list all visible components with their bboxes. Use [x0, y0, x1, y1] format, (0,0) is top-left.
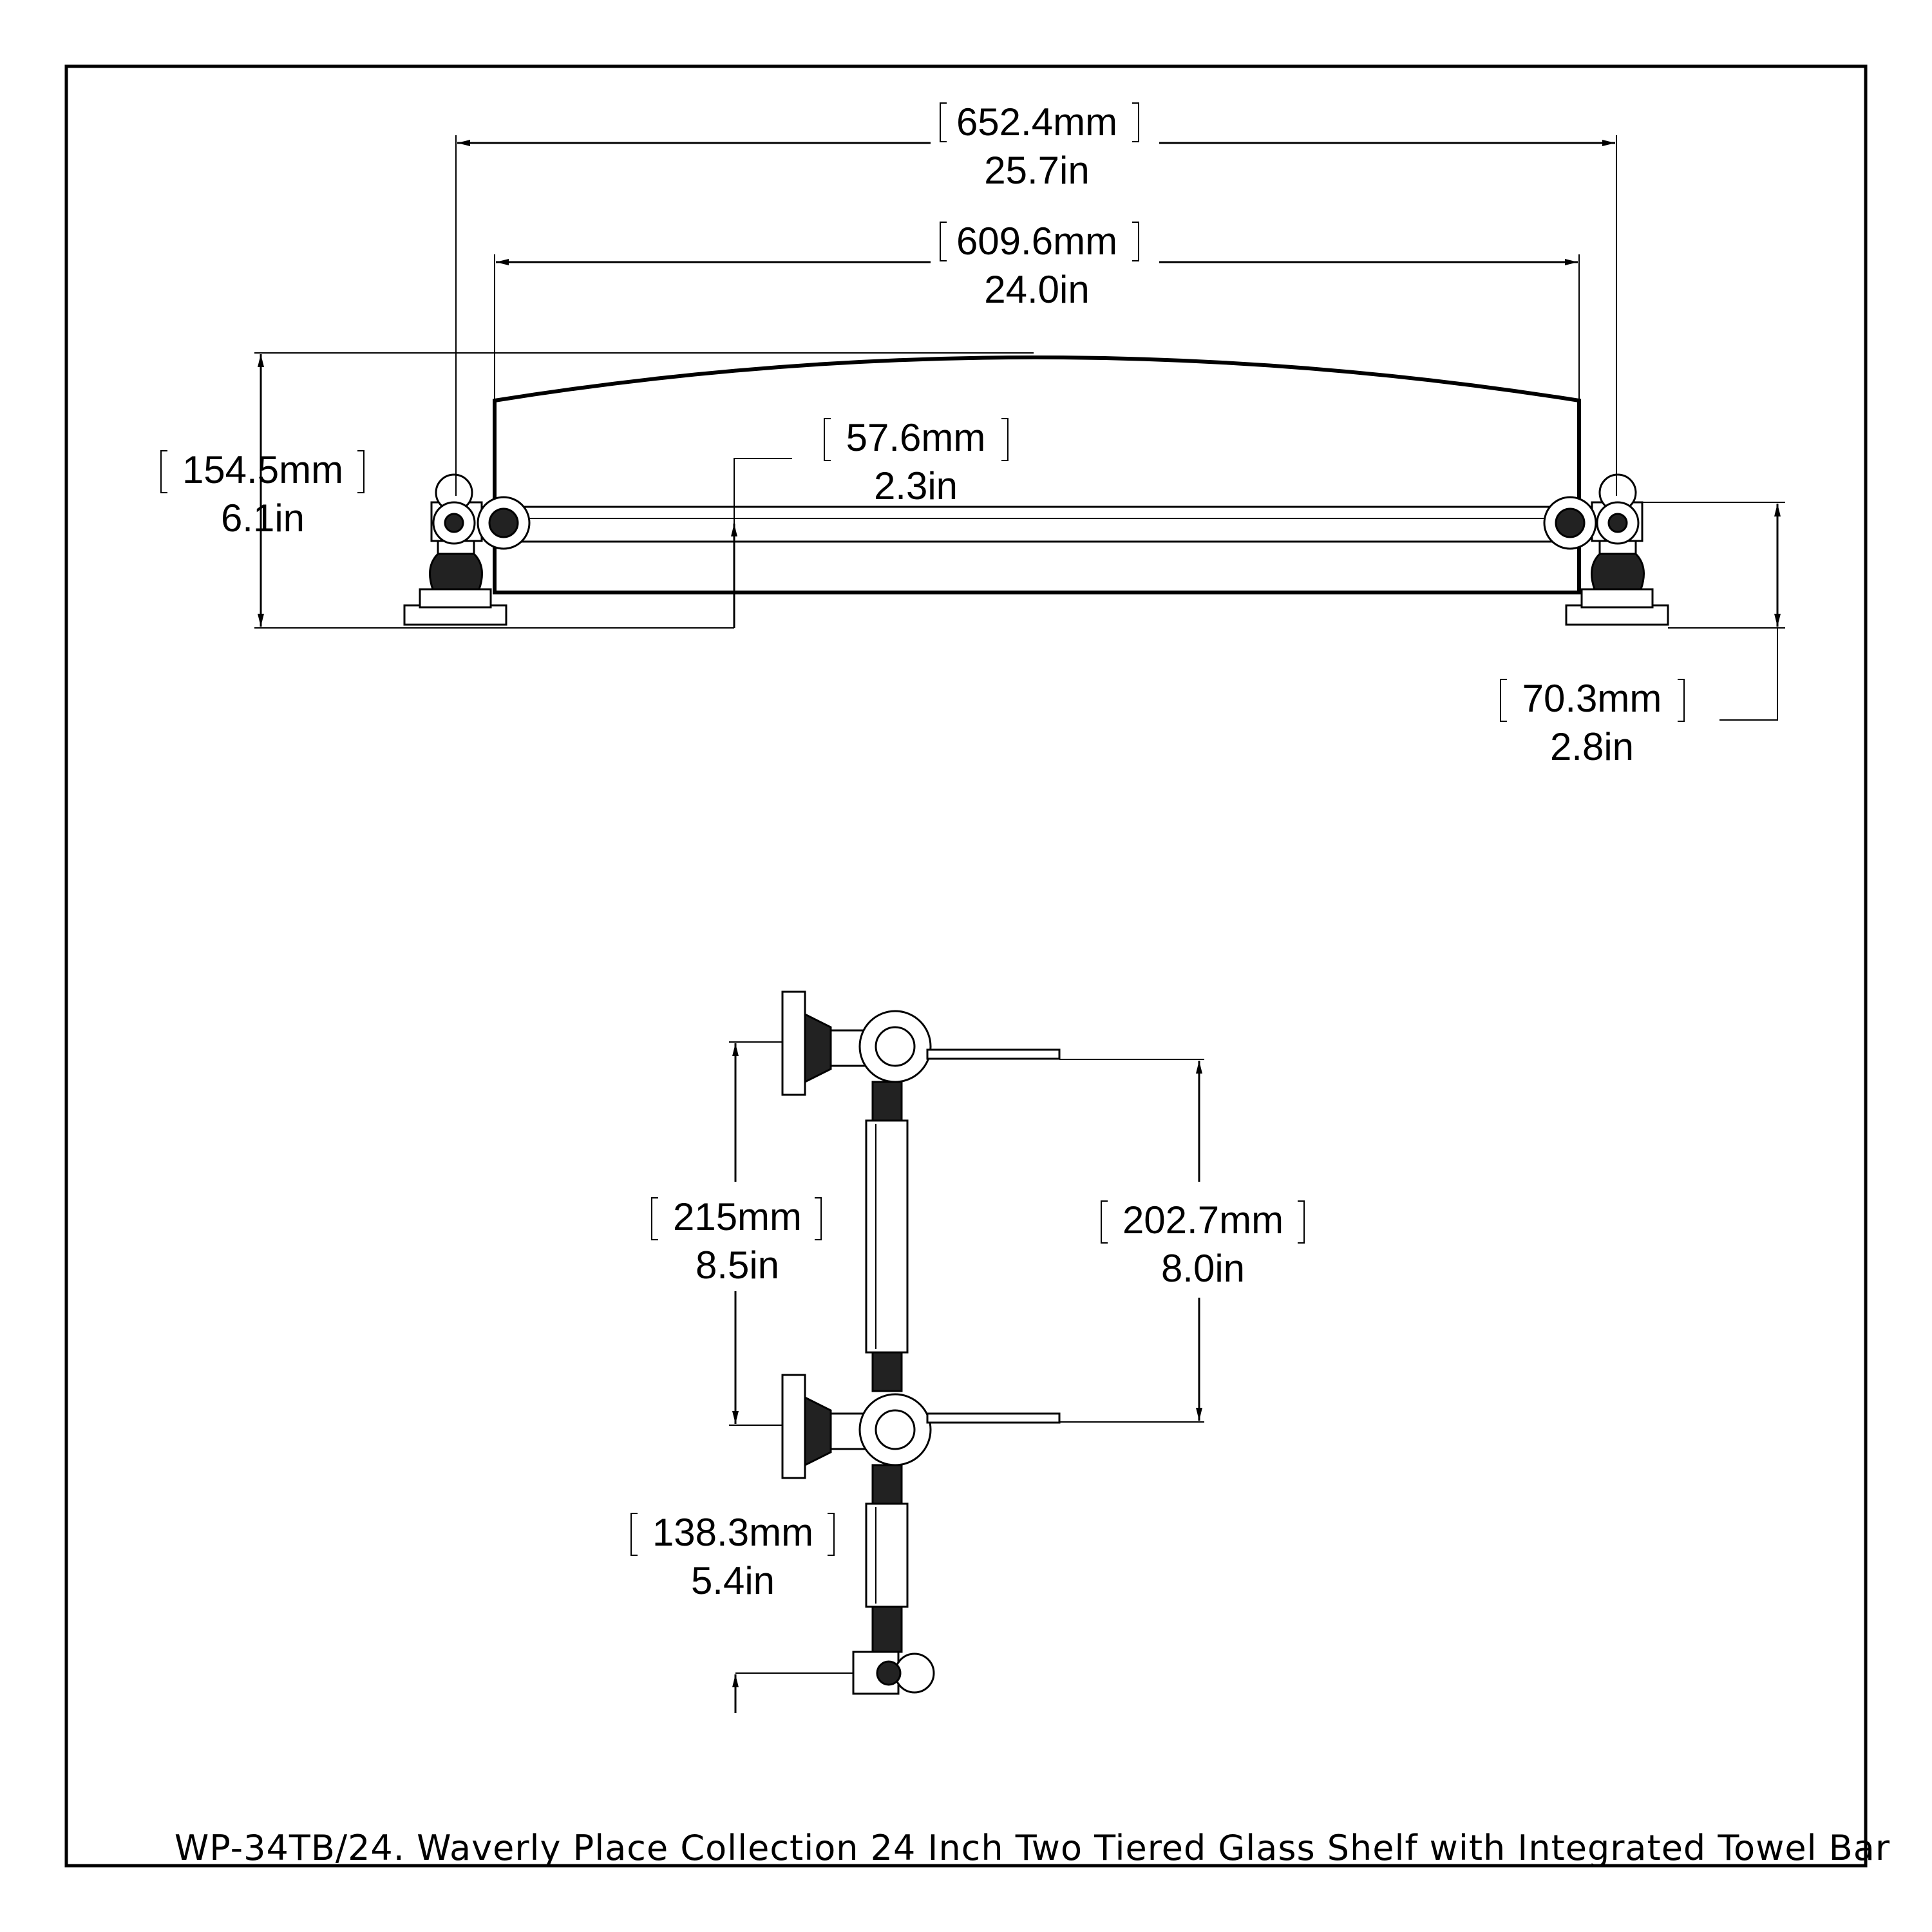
- dimension-overall-width: 652.4mm 25.7in: [455, 100, 1617, 496]
- upper-wall-flange: [781, 990, 806, 1096]
- upper-post: [865, 1119, 909, 1354]
- bar-offset-in: 2.3in: [874, 464, 958, 507]
- shelf-spacing-in: 8.0in: [1161, 1247, 1245, 1290]
- lower-shelf-edge: [926, 1412, 1061, 1424]
- upper-shelf-edge: [926, 1048, 1061, 1060]
- left-bracket: [403, 473, 531, 626]
- lower-post: [865, 1502, 909, 1608]
- post-spacing-in: 8.5in: [696, 1244, 779, 1287]
- bar-offset-mm: 57.6mm: [846, 416, 986, 459]
- dimension-bar-offset: 57.6mm 2.3in: [731, 416, 1009, 628]
- dimension-bar-drop: 138.3mm 5.4in: [630, 1511, 853, 1713]
- towel-bar: [520, 506, 1553, 543]
- dimension-total-depth: 154.5mm 6.1in: [160, 352, 1034, 629]
- side-view: 215mm 8.5in 202.7mm 8.0in 138.3mm 5.4in: [630, 990, 1305, 1713]
- overall-width-in: 25.7in: [984, 149, 1089, 192]
- bar-drop-mm: 138.3mm: [652, 1511, 813, 1554]
- dimension-shelf-spacing: 202.7mm 8.0in: [1059, 1059, 1305, 1423]
- total-depth-mm: 154.5mm: [182, 448, 343, 491]
- dimension-shelf-width: 609.6mm 24.0in: [494, 220, 1580, 399]
- shelf-spacing-mm: 202.7mm: [1122, 1198, 1283, 1242]
- bracket-depth-mm: 70.3mm: [1522, 677, 1662, 720]
- shelf-width-in: 24.0in: [984, 268, 1089, 311]
- total-depth-in: 6.1in: [221, 497, 305, 540]
- overall-width-mm: 652.4mm: [956, 100, 1117, 144]
- bracket-depth-in: 2.8in: [1550, 725, 1634, 768]
- dimension-post-spacing: 215mm 8.5in: [651, 1041, 822, 1426]
- top-view: 652.4mm 25.7in 609.6mm 24.0in 154.5mm 6.…: [160, 100, 1785, 768]
- bar-drop-in: 5.4in: [691, 1559, 775, 1602]
- shelf-width-mm: 609.6mm: [956, 220, 1117, 263]
- dimension-bracket-depth: 70.3mm 2.8in: [1500, 502, 1785, 768]
- product-caption: WP-34TB/24. Waverly Place Collection 24 …: [175, 1828, 1890, 1868]
- drawing-frame: [64, 64, 1868, 1868]
- lower-wall-flange: [781, 1374, 806, 1479]
- glass-shelf: [493, 355, 1581, 594]
- right-bracket: [1543, 473, 1669, 626]
- post-spacing-mm: 215mm: [673, 1195, 802, 1238]
